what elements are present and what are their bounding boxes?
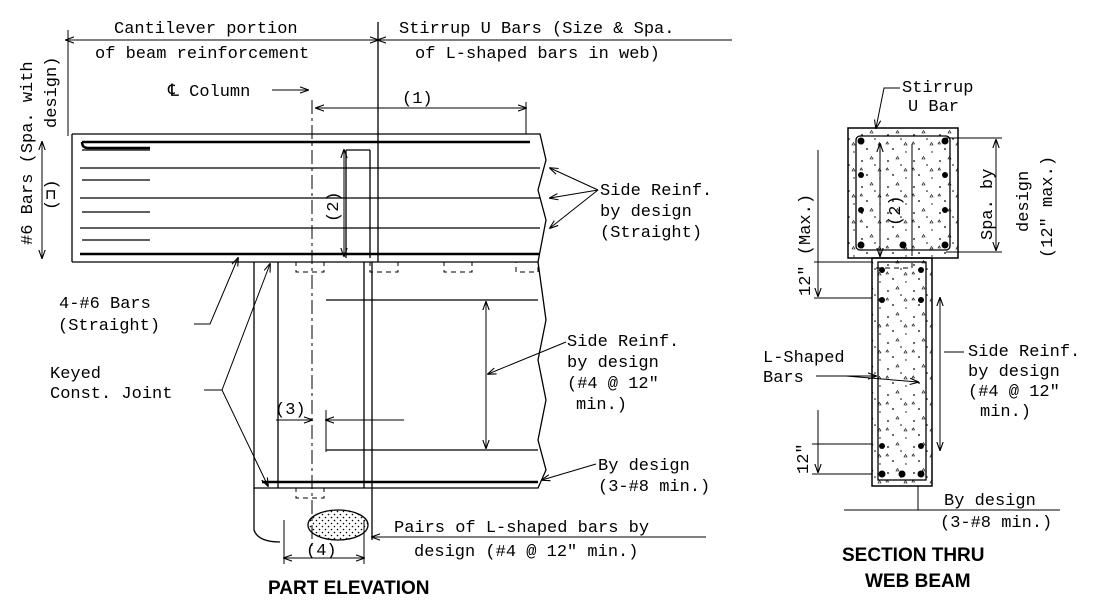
sec-l-leader-2: [845, 375, 918, 382]
section-title-2: WEB BEAM: [865, 571, 971, 592]
sec-side-reinf-3: (#4 @ 12": [968, 383, 1060, 402]
side-reinf-leader-2: [550, 189, 599, 198]
side-reinf-web-2: by design: [567, 354, 659, 373]
web-section: [871, 257, 933, 487]
sec-by-design-2: (3-#8 min.): [940, 514, 1052, 533]
by-design-leader: [542, 463, 597, 480]
side-reinf-top-1: Side Reinf.: [600, 182, 712, 201]
column-below-left: [253, 488, 281, 543]
cap-stirrup: [855, 135, 951, 251]
side-reinf-web-4: min.): [576, 396, 627, 415]
sec-stirrup-leader: [876, 87, 900, 128]
cap-section: [847, 127, 959, 259]
side-reinf-top-2: by design: [600, 203, 692, 222]
keyed-leader-1: [204, 264, 270, 391]
sec-design-max-1: design: [1015, 171, 1034, 232]
key-2: [369, 261, 399, 273]
key-1: [295, 261, 325, 273]
sec-l-shaped-1: L-Shaped: [763, 349, 845, 368]
part-elevation-title: PART ELEVATION: [268, 578, 430, 599]
dim-2-label: (2): [325, 191, 344, 222]
side-reinf-leader-1: [550, 168, 599, 191]
keyed-2: Const. Joint: [50, 385, 172, 404]
sec-by-design-1: By design: [944, 492, 1036, 511]
sec-12-lower: 12": [795, 443, 814, 474]
vert-bars-symbol: (⊐): [43, 179, 62, 210]
four-bars-1: 4-#6 Bars: [59, 295, 151, 314]
section-title-1: SECTION THRU: [842, 545, 985, 566]
stirrup-label-1: Stirrup U Bars (Size & Spa.: [399, 20, 674, 39]
cantilever-label-2: of beam reinforcement: [95, 45, 309, 64]
dim-3-label: (3): [275, 401, 306, 420]
keyed-1: Keyed: [50, 365, 101, 384]
keyed-leader-2: [221, 389, 268, 486]
side-reinf-top-3: (Straight): [600, 224, 702, 243]
top-bar-hook: [80, 141, 150, 150]
side-reinf-web-3: (#4 @ 12": [567, 375, 659, 394]
sec-stirrup-1: Stirrup: [902, 79, 973, 98]
bar-dots: [857, 137, 949, 478]
side-reinf-web-1: Side Reinf.: [567, 333, 679, 352]
sec-spa-by: Spa. by: [979, 169, 998, 240]
sec-side-reinf-2: by design: [968, 363, 1060, 382]
key-3: [443, 261, 473, 273]
four-bars-leader: [194, 258, 238, 325]
vert-bars-label-2: design): [43, 57, 62, 128]
sec-side-reinf-1: Side Reinf.: [968, 343, 1080, 362]
web-side-leader: [488, 341, 567, 374]
pairs-1: Pairs of L-shaped bars by: [394, 519, 649, 538]
sec-stirrup-2: U Bar: [908, 98, 959, 117]
side-reinf-leader-3: [550, 189, 599, 228]
vert-bars-label-1: #6 Bars (Spa. with: [19, 61, 38, 245]
sec-dim-2-label: (2): [887, 195, 906, 226]
part-elevation: Cantilever portion of beam reinforcement…: [19, 20, 732, 599]
key-4: [515, 261, 539, 273]
section-web-beam: (2) Stirrup U Bar Spa. by design (12" ma…: [763, 79, 1080, 592]
cap-beam-top-break: [72, 133, 547, 263]
cantilever-label-1: Cantilever portion: [114, 20, 298, 39]
sec-12-max: 12" (Max.): [797, 194, 816, 296]
column-centerline-label: ℄ Column: [167, 83, 250, 102]
sec-l-shaped-2: Bars: [763, 369, 804, 388]
sec-side-reinf-4: min.): [980, 403, 1031, 422]
bar-section-oval: [307, 509, 369, 541]
dim-4-label: (4): [306, 542, 337, 561]
pairs-2: design (#4 @ 12" min.): [414, 543, 638, 562]
web-key: [871, 257, 913, 269]
web-beam-outline: [253, 261, 547, 489]
sec-design-max-2: (12" max.): [1039, 156, 1058, 258]
dim-1-label: (1): [402, 90, 433, 109]
stirrup-label-2: of L-shaped bars in web): [415, 45, 660, 64]
key-5: [295, 487, 325, 499]
web-l-bars: [877, 261, 927, 481]
by-design-2: (3-#8 min.): [598, 478, 710, 497]
by-design-1: By design: [598, 457, 690, 476]
four-bars-2: (Straight): [58, 317, 160, 336]
